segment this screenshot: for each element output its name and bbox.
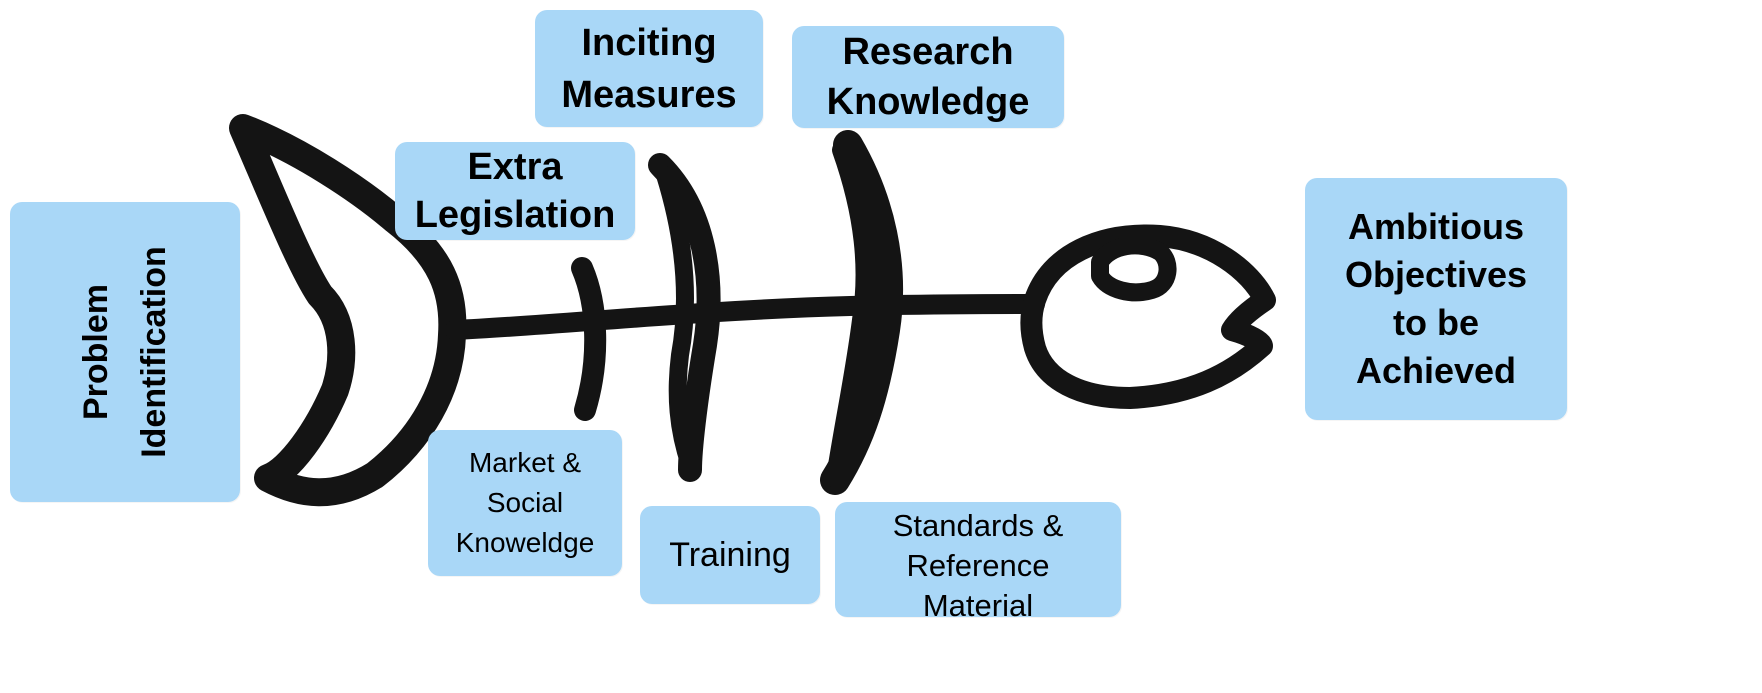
problem-identification-box: Problem Identification <box>10 202 240 502</box>
fish-rib-large-outer <box>820 130 904 495</box>
cause-box-market-social-knowledge: Market & Social Knoweldge <box>428 430 622 576</box>
cause-box-training: Training <box>640 506 820 604</box>
cause-label-research-knowledge: Research Knowledge <box>826 31 1030 123</box>
fish-head <box>1020 224 1276 409</box>
fish-rib-large-inner <box>826 140 876 488</box>
fish-rib-middle-inner <box>656 166 699 474</box>
cause-label-inciting-measures: Inciting Measures <box>561 21 737 116</box>
cause-box-standards-reference-material: Standards & Reference Material <box>835 502 1121 623</box>
cause-label-market-social-knowledge: Market & Social Knoweldge <box>455 447 595 558</box>
goal-label-ambitious-objectives: Ambitious Objectives to be Achieved <box>1344 206 1528 391</box>
fish-rib-small <box>571 257 607 421</box>
cause-label-extra-legislation: Extra Legislation <box>414 146 616 236</box>
problem-identification-label: Problem Identification <box>77 246 173 458</box>
fish-spine <box>445 294 1045 340</box>
cause-label-standards-reference-material: Standards & Reference Material <box>892 508 1064 623</box>
cause-label-training: Training <box>669 536 791 574</box>
goal-box-ambitious-objectives: Ambitious Objectives to be Achieved <box>1305 178 1567 420</box>
cause-box-inciting-measures: Inciting Measures <box>535 10 763 127</box>
cause-box-research-knowledge: Research Knowledge <box>792 26 1064 128</box>
fish-eye <box>1091 236 1177 302</box>
cause-box-extra-legislation: Extra Legislation <box>395 142 635 240</box>
